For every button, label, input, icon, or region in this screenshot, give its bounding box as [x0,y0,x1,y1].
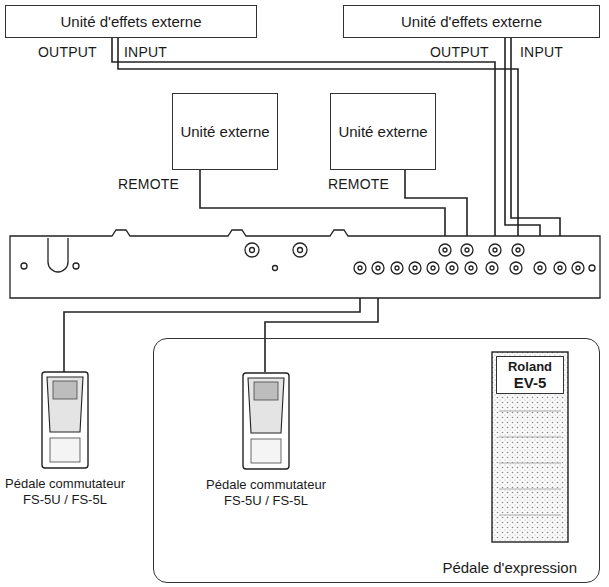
group-title: Pédale d'expression [442,560,577,576]
jack [293,243,307,257]
jack [538,266,542,270]
footswitch-pedal: Pédale commutateur FS-5U / FS-5L [0,370,130,508]
jack [516,248,520,252]
jack [354,262,366,274]
jack [413,266,417,270]
node-label: Unité d'effets externe [401,13,542,30]
screw [21,263,27,269]
jack [358,266,362,270]
jack [446,262,458,274]
pedal-illustration [201,371,331,471]
node-label: Pédale commutateur FS-5U / FS-5L [0,476,130,508]
jack [514,266,518,270]
jack [558,266,562,270]
expression-pedal-group: Pédale commutateur FS-5U / FS-5L RolandEV… [153,338,600,583]
jack [273,266,278,271]
unit-box: Unité externe [172,93,278,170]
screw [73,263,79,269]
node-label: Pédale commutateur FS-5U / FS-5L [201,477,331,509]
footswitch-pedal: Pédale commutateur FS-5U / FS-5L [201,371,331,509]
unit-box: Unité externe [330,93,436,170]
jack [469,266,473,270]
jack [450,266,454,270]
jack [298,248,303,253]
expression-pedal: RolandEV-5 [491,351,569,543]
cable [405,170,467,244]
port-label: OUTPUT [38,44,97,60]
jack [489,244,501,256]
port-label: REMOTE [118,176,179,192]
jack [443,248,447,252]
node-label: Unité externe [338,123,427,140]
jack [490,266,494,270]
pedal-illustration [0,370,130,470]
jack [512,244,524,256]
jack [534,262,546,274]
jack [576,266,580,270]
jack [493,248,497,252]
rear-panel [10,230,600,298]
panel-outline [10,230,600,298]
jack [486,262,498,274]
jack [250,248,255,253]
jack [431,266,435,270]
jack [572,262,584,274]
jack [395,266,399,270]
jack [465,262,477,274]
jack [465,248,469,252]
jack [461,244,473,256]
node-label: Unité externe [180,123,269,140]
jack [510,262,522,274]
screw [589,265,595,271]
jack [391,262,403,274]
cable [118,38,518,244]
jack [427,262,439,274]
model-name: EV-5 [514,375,547,391]
jack [439,244,451,256]
jack [245,243,259,257]
unit-box: Unité d'effets externe [343,5,600,38]
jack [372,262,384,274]
brand-name: Roland [508,359,552,375]
port-label: REMOTE [328,176,389,192]
unit-box: Unité d'effets externe [5,5,257,38]
port-label: INPUT [124,44,167,60]
jack [554,262,566,274]
jack [376,266,380,270]
panel-loop [48,238,68,272]
cables [64,38,560,372]
jack [409,262,421,274]
port-label: OUTPUT [430,44,489,60]
cable [511,38,560,262]
jack-row [354,244,584,274]
node-label: Unité d'effets externe [60,13,201,30]
port-label: INPUT [520,44,563,60]
ev5-badge: RolandEV-5 [496,356,564,394]
